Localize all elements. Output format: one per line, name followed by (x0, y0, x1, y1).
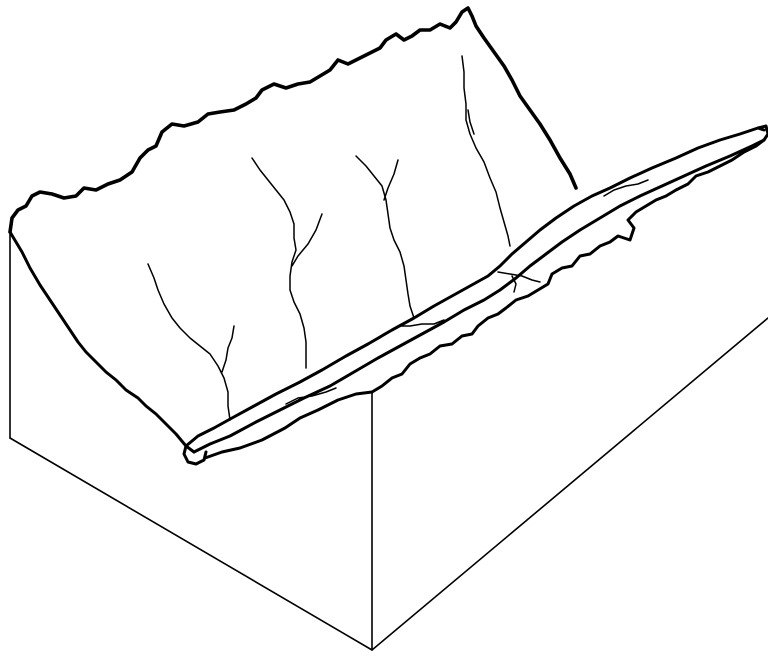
right-bank-terrain (372, 140, 764, 392)
ridge-crest-line (10, 8, 576, 232)
tributary-stream-1 (148, 264, 230, 420)
tributary-stream-3-branch (384, 160, 398, 200)
tributary-stream-1-branch (222, 326, 234, 372)
tributary-stream-2 (252, 158, 306, 368)
tributary-stream-3 (356, 156, 414, 318)
right-end-cap (758, 126, 768, 140)
block-front-bottom-edge (10, 438, 372, 650)
front-profile-left-slope (10, 232, 194, 452)
block-right-bottom-edge (372, 318, 768, 650)
tributary-stream-4 (462, 56, 510, 246)
tributary-stream-2-branch (292, 214, 322, 266)
front-profile-right-slope (205, 392, 372, 458)
river-near-bank (194, 140, 764, 452)
block-outline (10, 232, 768, 650)
river-far-bank (186, 128, 764, 446)
